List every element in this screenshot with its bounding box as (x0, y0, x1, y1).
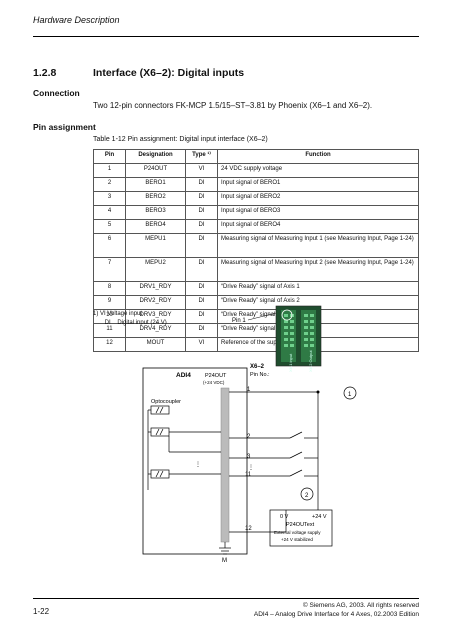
supply-24v: +24 V (312, 514, 327, 520)
page-number: 1-22 (33, 607, 50, 616)
input-channels (147, 405, 319, 533)
supply-bus (220, 387, 230, 543)
pin-number-11: 11 (245, 472, 252, 478)
pin-number-2: 2 (247, 434, 251, 440)
callout-2-label: 2 (305, 493, 309, 499)
supply-stabilized: +24 V stabilized (281, 537, 313, 542)
section-title: Interface (X6–2): Digital inputs (93, 67, 245, 79)
ground-label: M (222, 558, 227, 564)
callout-2 (300, 487, 314, 501)
table-caption: Table 1-12 Pin assignment: Digital input… (93, 136, 268, 143)
p24-voltage-note: (+24 VDC) (203, 380, 225, 385)
footnote-vi: 1) VI Voltage input (93, 311, 143, 317)
callout-1-label: 1 (348, 392, 352, 398)
footer-rule (33, 598, 419, 599)
p24out-label: P24OUT (205, 373, 227, 379)
connector-terminals (284, 314, 314, 347)
pin1-junction (316, 390, 320, 394)
pin-cell: 6 (93, 233, 126, 258)
table-header-row: Pin Designation Type ¹⁾ Function (93, 149, 419, 164)
connector-label-output: X6-2 Output (308, 350, 313, 372)
pin-number-1: 1 (247, 387, 251, 393)
header-rule (33, 36, 419, 37)
module-label: ADI4 (176, 372, 191, 379)
supply-0v: 0 V (280, 514, 289, 520)
connector-label-input: X6-1 input (288, 353, 293, 372)
adi4-module-frame (142, 367, 248, 555)
pin1-marker (281, 309, 293, 321)
connection-text: Two 12-pin connectors FK-MCP 1.5/15–ST–3… (93, 101, 373, 110)
footnote-di: DI Digital input (24 V) (93, 320, 167, 326)
edition-line: ADI4 – Analog Drive Interface for 4 Axes… (253, 611, 419, 618)
pin-no-label: Pin No.: (250, 372, 270, 378)
pin-assignment-heading: Pin assignment (33, 122, 96, 132)
pin1-label: Pin 1 (232, 318, 246, 324)
optocoupler-label: Optocoupler (151, 399, 181, 405)
connector-name: X6–2 (250, 364, 265, 370)
pin-ellipsis: ⋮ (248, 465, 254, 471)
type-cell: DI (185, 257, 218, 282)
supply-name: P24OUText (286, 522, 315, 528)
copyright: © Siemens AG, 2003. All rights reserved (302, 602, 419, 609)
pin-number-12: 12 (245, 526, 252, 532)
connection-heading: Connection (33, 88, 80, 98)
section-number: 1.2.8 (33, 67, 57, 79)
pin-number-3: 3 (247, 454, 251, 460)
channel-ellipsis: ⋮ (195, 462, 201, 468)
external-supply-box (269, 509, 333, 547)
running-header: Hardware Description (33, 15, 120, 25)
ground-symbol (219, 542, 231, 555)
callout-1 (343, 386, 357, 400)
supply-description: External voltage supply (274, 530, 321, 535)
pin1-leader (247, 311, 281, 321)
